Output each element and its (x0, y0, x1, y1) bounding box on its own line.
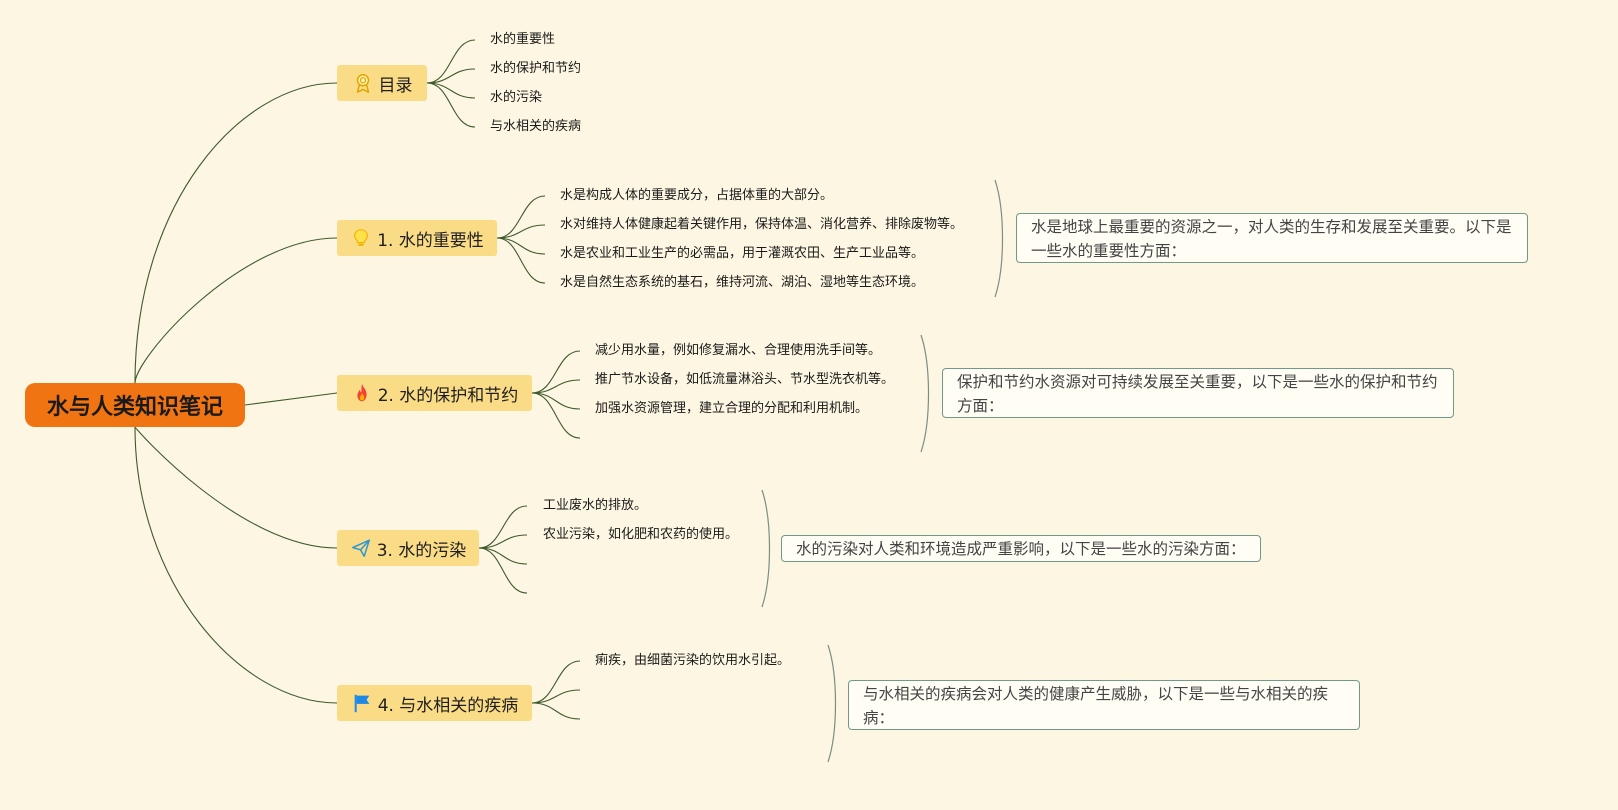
branch-label: 1. 水的重要性 (377, 230, 484, 251)
leaf-item[interactable]: 水的保护和节约 (490, 61, 582, 76)
leaf-item[interactable]: 水是构成人体的重要成分，占据体重的大部分。 (560, 188, 834, 203)
summary-note[interactable]: 水是地球上最重要的资源之一，对人类的生存和发展至关重要。以下是一些水的重要性方面… (1016, 213, 1528, 263)
leaf-item[interactable]: 水是自然生态系统的基石，维持河流、湖泊、湿地等生态环境。 (560, 275, 925, 290)
branch-label: 3. 水的污染 (376, 540, 467, 561)
branch-node-toc[interactable]: 目录 (337, 65, 427, 101)
leaf-connector (496, 195, 546, 239)
leaf-connector (531, 350, 581, 394)
branch-label: 2. 水的保护和节约 (377, 385, 519, 406)
fire-icon (351, 382, 373, 404)
root-connector (134, 426, 338, 549)
root-connector (134, 237, 338, 384)
leaf-connector (496, 237, 546, 255)
branch-label: 4. 与水相关的疾病 (377, 695, 519, 716)
branch-node-diseases[interactable]: 4. 与水相关的疾病 (337, 685, 532, 721)
leaf-connector (478, 547, 528, 594)
leaf-item[interactable]: 痢疾，由细菌污染的饮用水引起。 (595, 653, 791, 668)
leaf-item[interactable]: 与水相关的疾病 (490, 119, 582, 134)
leaf-connector (426, 68, 476, 84)
leaf-item[interactable]: 水是农业和工业生产的必需品，用于灌溉农田、生产工业品等。 (560, 246, 925, 261)
leaf-connector (478, 547, 528, 565)
leaf-connector (496, 224, 546, 239)
summary-brace (761, 489, 771, 608)
leaf-item[interactable]: 减少用水量，例如修复漏水、合理使用洗手间等。 (595, 343, 882, 358)
leaf-item[interactable]: 水的重要性 (490, 32, 556, 47)
summary-brace (827, 644, 837, 763)
leaf-item[interactable]: 水的污染 (490, 90, 543, 105)
root-connector (244, 392, 338, 406)
leaf-connector (426, 82, 476, 99)
branch-node-pollution[interactable]: 3. 水的污染 (337, 530, 479, 566)
leaf-item[interactable]: 加强水资源管理，建立合理的分配和利用机制。 (595, 401, 869, 416)
leaf-connector (478, 534, 528, 549)
leaf-connector (531, 689, 581, 704)
leaf-connector (426, 82, 476, 128)
leaf-connector (496, 237, 546, 284)
branch-label: 目录 (378, 75, 413, 96)
branch-node-importance[interactable]: 1. 水的重要性 (337, 220, 497, 256)
leaf-connector (426, 39, 476, 84)
flag-icon (351, 692, 373, 714)
leaf-connector (531, 392, 581, 410)
summary-note[interactable]: 与水相关的疾病会对人类的健康产生威胁，以下是一些与水相关的疾病： (848, 680, 1360, 730)
root-connector (134, 426, 338, 704)
paper-plane-icon (350, 537, 372, 559)
branch-node-protection[interactable]: 2. 水的保护和节约 (337, 375, 532, 411)
leaf-item[interactable]: 推广节水设备，如低流量淋浴头、节水型洗衣机等。 (595, 372, 895, 387)
leaf-item[interactable]: 工业废水的排放。 (543, 498, 648, 513)
leaf-item[interactable]: 农业污染，如化肥和农药的使用。 (543, 527, 739, 542)
leaf-connector (531, 392, 581, 439)
summary-brace (920, 334, 930, 453)
root-connector (134, 82, 338, 384)
summary-note[interactable]: 保护和节约水资源对可持续发展至关重要，以下是一些水的保护和节约方面： (942, 368, 1454, 418)
leaf-connector (531, 660, 581, 704)
lightbulb-icon (350, 227, 372, 249)
leaf-connector (478, 505, 528, 549)
leaf-connector (531, 702, 581, 720)
summary-note[interactable]: 水的污染对人类和环境造成严重影响，以下是一些水的污染方面： (781, 535, 1261, 562)
award-ribbon-icon (352, 72, 374, 94)
summary-brace (994, 179, 1004, 298)
root-node[interactable]: 水与人类知识笔记 (25, 383, 245, 427)
leaf-item[interactable]: 水对维持人体健康起着关键作用，保持体温、消化营养、排除废物等。 (560, 217, 964, 232)
leaf-connector (531, 379, 581, 394)
